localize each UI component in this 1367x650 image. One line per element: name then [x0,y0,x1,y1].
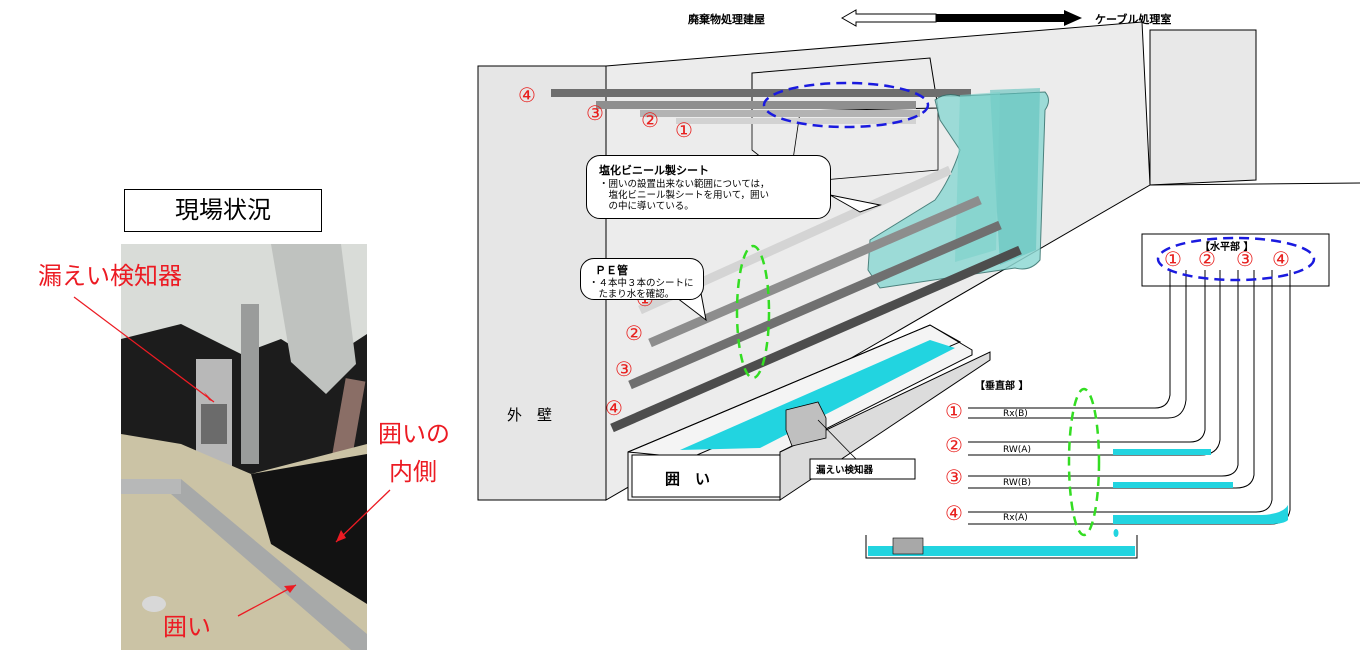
photo-label-detector: 漏えい検知器 [38,262,182,290]
arrow-left-label: 廃棄物処理建屋 [688,12,765,26]
enclosure-label: 囲 い [665,470,710,488]
top-pipe-4 [551,89,971,97]
callout-pe-pipe: ＰＥ管 ・４本中３本のシートに たまり水を確認。 [580,258,704,300]
water-drip [1113,529,1119,537]
top-num-2: ② [641,108,659,132]
photo-title: 現場状況 [124,189,322,232]
horizontal-section-box [1141,233,1330,287]
diag-num-4: ④ [605,396,623,420]
bottom-tray [865,535,1138,559]
photo-label-enclosure: 囲い [163,613,211,641]
top-pipe-1 [676,118,916,124]
callout-vinyl-title: 塩化ビニール製シート [599,164,709,177]
enclosure-water [680,340,955,450]
arrow-right-bar [936,14,1064,22]
vertical-section-label: 【垂直部 】 [975,379,1028,392]
v-name-1: Rx(B) [1003,409,1028,419]
v-name-3: RW(B) [1003,478,1031,488]
v-name-2: RW(A) [1003,445,1031,455]
h-num-3: ③ [1236,247,1254,271]
dashed-ellipse-pe [735,244,771,380]
callout-vinyl-text: ・囲いの設置出来ない範囲については， 塩化ビニール製シートを用いて，囲い の中に… [599,179,770,212]
photo-arrow-inside [335,489,391,543]
water-pipe-3 [1113,482,1233,488]
bottom-tray-water [868,546,1135,556]
v-name-4: Rx(A) [1003,513,1028,523]
photo-label-inside-2: 内側 [389,458,437,486]
tray-detector-label: 漏えい検知器 [816,464,874,476]
dashed-ellipse-horizontal [1156,236,1316,282]
h-num-1: ① [1164,247,1182,271]
photo-arrow-detector [73,296,215,403]
diag-num-3: ③ [615,357,633,381]
water-pipe-2 [1113,449,1211,455]
callout-vinyl-sheet: 塩化ビニール製シート ・囲いの設置出来ない範囲については， 塩化ビニール製シート… [586,155,831,219]
dashed-ellipse-vertical [1067,387,1101,537]
arrow-left-shape [840,9,937,27]
right-panel [1149,29,1257,186]
h-num-2: ② [1198,247,1216,271]
top-pipe-3 [596,101,916,109]
diag-pipe-4 [610,245,1022,433]
callout-pe-title: ＰＥ管 [595,264,628,277]
photo-arrow-enclosure [237,584,297,617]
dashed-ellipse-ceiling [762,81,930,129]
v-num-3: ③ [945,465,963,489]
site-photo [121,244,367,650]
top-num-1: ① [675,118,693,142]
callout-pe-text: ・４本中３本のシートに たまり水を確認。 [589,278,694,300]
top-pipe-2 [640,110,920,117]
v-num-1: ① [945,399,963,423]
outer-wall-label: 外 壁 [507,406,552,424]
photo-label-inside-1: 囲いの [378,420,450,448]
v-num-4: ④ [945,501,963,525]
arrow-right-label: ケーブル処理室 [1095,12,1171,26]
bottom-tray-detector [892,537,924,555]
diag-pipe-3 [628,220,1002,390]
arrow-right-head [1064,10,1082,26]
h-num-4: ④ [1272,247,1290,271]
top-num-3: ③ [586,101,604,125]
vertical-rows: ① Rx(B) ② RW(A) ③ RW(B) ④ Rx(A) [945,399,1110,525]
horizontal-section-label: 【水平部 】 [1200,240,1253,253]
diag-num-2: ② [625,321,643,345]
top-num-4: ④ [518,83,536,107]
v-num-2: ② [945,433,963,457]
water-pipe-4 [1113,505,1288,524]
tray-detector [785,401,827,447]
